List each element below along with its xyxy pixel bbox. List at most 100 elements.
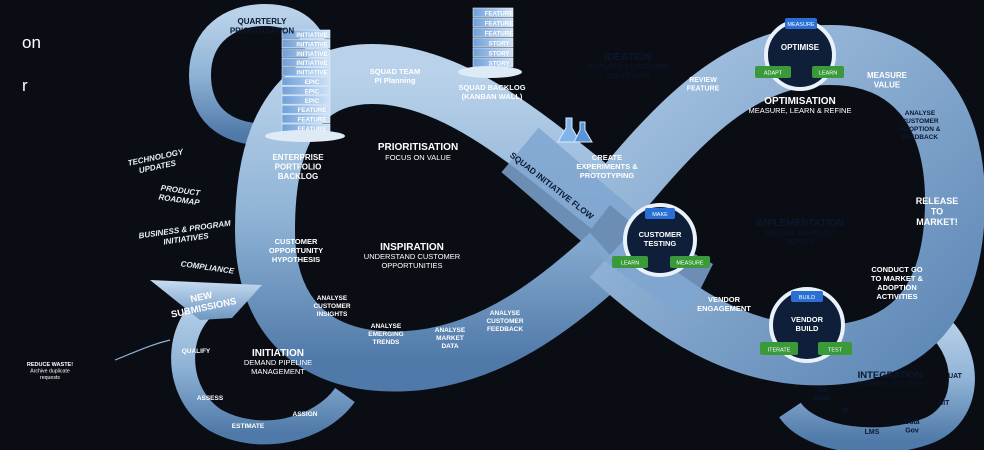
compliance-input: COMPLIANCE [180, 259, 235, 275]
technology-updates-input: TECHNOLOGYUPDATES [127, 147, 187, 177]
squad-backlog-block [472, 47, 514, 58]
optimise-adapt-tag: ADAPT [764, 71, 783, 77]
testing-make-tag: MAKE [652, 212, 668, 218]
sf-system: SF [841, 408, 851, 415]
testing-learn-tag: LEARN [621, 261, 639, 267]
backlog-item: FEATURE [298, 107, 327, 114]
squad-backlog-platform [458, 66, 522, 78]
lms-system: LMS [865, 429, 880, 436]
backlog-item: INITIATIVE [296, 60, 327, 67]
top-left-fragment-1: on [22, 33, 41, 52]
backlog-item: EPIC [305, 79, 320, 86]
squad-backlog-item: STORY [489, 61, 511, 68]
squad-backlog-item: STORY [489, 51, 511, 58]
backlog-block [281, 104, 331, 114]
customer-testing-cycle [612, 203, 710, 277]
backlog-item: INITIATIVE [296, 32, 327, 39]
lab-flask-icon [557, 117, 593, 143]
backlog-block [281, 29, 331, 39]
flow-crossing [501, 127, 714, 316]
infinity-band-right [586, 24, 984, 386]
sit-system: SIT [939, 400, 951, 407]
reduce-waste-pointer [114, 339, 171, 361]
squad-backlog-block [472, 17, 514, 28]
backlog-block [281, 95, 331, 105]
vendor-iterate-tag: ITERATE [768, 348, 791, 354]
infinity-band-left [234, 44, 631, 392]
assess-step: ASSESS [197, 395, 224, 402]
backlog-item: EPIC [305, 88, 320, 95]
submission-funnel [150, 280, 262, 320]
assign-step: ASSIGN [293, 411, 318, 418]
vendor-test-tag: TEST [828, 348, 843, 354]
testing-measure-tag: MEASURE [676, 261, 704, 267]
backlog-item: FEATURE [298, 117, 327, 124]
squad-backlog-block [472, 37, 514, 48]
squad-backlog-stack: FEATURE FEATURE FEATURE STORY STORY STORY [458, 7, 522, 78]
qualify-step: QUALIFY [182, 348, 211, 355]
integration-loop [779, 308, 975, 450]
enterprise-backlog-stack: INITIATIVE INITIATIVE INITIATIVE INITIATIVE… [265, 29, 345, 142]
optimise-measure-tag: MEASURE [787, 22, 815, 28]
optimise-learn-tag: LEARN [819, 71, 837, 77]
squad-backlog-block [472, 7, 514, 18]
business-program-initiatives-input: BUSINESS & PROGRAMINITIATIVES [138, 219, 233, 250]
backlog-item: INITIATIVE [296, 51, 327, 58]
product-roadmap-input: PRODUCTROADMAP [158, 183, 202, 207]
squad-backlog-platform [265, 130, 345, 142]
quarterly-loop [188, 3, 331, 146]
backlog-item: EPIC [305, 98, 320, 105]
optimise-label: OPTIMISE [781, 43, 820, 52]
backlog-block [281, 114, 331, 124]
backlog-block [281, 67, 331, 77]
backlog-block [281, 57, 331, 67]
backlog-block [281, 48, 331, 58]
squad-backlog-item: STORY [489, 41, 511, 48]
squad-backlog-item: FEATURE [485, 11, 514, 18]
backlog-item: INITIATIVE [296, 41, 327, 48]
squad-backlog-block [472, 27, 514, 38]
optimise-cycle [755, 18, 844, 91]
squad-backlog-label: SQUAD BACKLOG(KANBAN WALL) [458, 83, 525, 101]
backlog-block [281, 86, 331, 96]
backlog-item: FEATURE [298, 126, 327, 133]
backlog-block [281, 76, 331, 86]
backlog-item: INITIATIVE [296, 70, 327, 77]
vendor-build-tag: BUILD [799, 295, 815, 301]
squad-backlog-item: FEATURE [485, 21, 514, 28]
backlog-block [281, 39, 331, 49]
vendor-build-cycle [760, 287, 852, 363]
squad-backlog-item: FEATURE [485, 31, 514, 38]
estimate-step: ESTIMATE [232, 423, 265, 430]
top-left-fragment-2: r [22, 76, 28, 95]
uat-system: UAT [948, 373, 963, 380]
